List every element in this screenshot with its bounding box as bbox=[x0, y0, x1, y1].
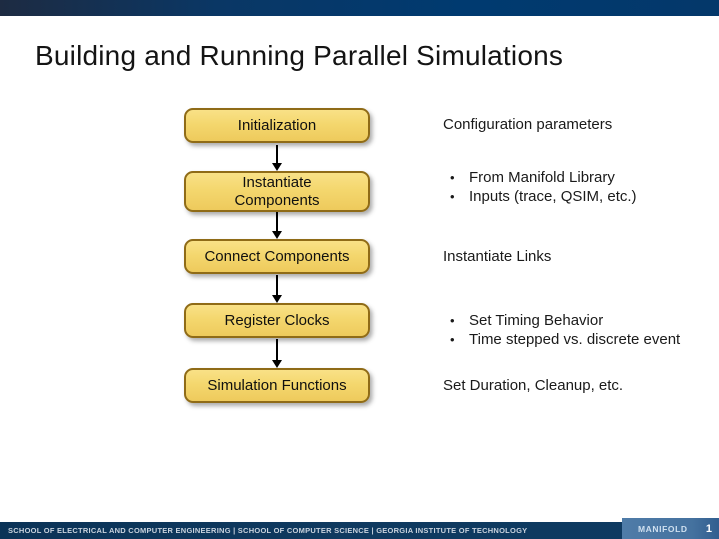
arrow-head-icon bbox=[272, 360, 282, 368]
flow-box-register-clocks: Register Clocks bbox=[184, 303, 370, 338]
annotation-bullet-list: Set Timing Behavior Time stepped vs. dis… bbox=[448, 311, 680, 349]
bullet-item: Set Timing Behavior bbox=[448, 311, 680, 330]
arrow-head-icon bbox=[272, 295, 282, 303]
slide-title: Building and Running Parallel Simulation… bbox=[35, 40, 564, 71]
flow-arrow-down-icon bbox=[272, 275, 282, 303]
arrow-shaft bbox=[276, 275, 278, 296]
flow-arrow-down-icon bbox=[272, 212, 282, 239]
flow-box-simulation-functions: Simulation Functions bbox=[184, 368, 370, 403]
flow-box-label: Initialization bbox=[237, 116, 317, 134]
manifold-badge-label: MANIFOLD bbox=[638, 523, 688, 534]
manifold-badge: MANIFOLD 1 bbox=[622, 518, 719, 539]
flow-box-label: Connect Components bbox=[204, 247, 350, 265]
arrow-shaft bbox=[276, 339, 278, 361]
arrow-head-icon bbox=[272, 231, 282, 239]
arrow-shaft bbox=[276, 212, 278, 232]
bullet-item: Time stepped vs. discrete event bbox=[448, 330, 680, 349]
footer-bar: SCHOOL OF ELECTRICAL AND COMPUTER ENGINE… bbox=[0, 522, 719, 539]
bullet-item: From Manifold Library bbox=[448, 168, 637, 187]
flow-arrow-down-icon bbox=[272, 339, 282, 368]
annotation-set-duration: Set Duration, Cleanup, etc. bbox=[443, 377, 624, 394]
arrow-head-icon bbox=[272, 163, 282, 171]
flow-box-label: Register Clocks bbox=[224, 311, 330, 329]
annotation-bullet-list: From Manifold Library Inputs (trace, QSI… bbox=[448, 168, 637, 206]
annotation-configuration-parameters: Configuration parameters bbox=[443, 116, 613, 133]
flow-box-initialization: Initialization bbox=[184, 108, 370, 143]
top-accent-bar bbox=[0, 0, 719, 16]
flow-box-instantiate-components: Instantiate Components bbox=[184, 171, 370, 212]
bullet-item: Inputs (trace, QSIM, etc.) bbox=[448, 187, 637, 206]
footer-affiliation-text: SCHOOL OF ELECTRICAL AND COMPUTER ENGINE… bbox=[8, 526, 528, 535]
annotation-instantiate-links: Instantiate Links bbox=[443, 248, 552, 265]
flow-box-connect-components: Connect Components bbox=[184, 239, 370, 274]
flow-box-label: Instantiate Components bbox=[234, 173, 320, 209]
arrow-shaft bbox=[276, 145, 278, 164]
page-number: 1 bbox=[705, 522, 712, 535]
flow-arrow-down-icon bbox=[272, 145, 282, 171]
flow-box-label: Simulation Functions bbox=[207, 376, 347, 394]
